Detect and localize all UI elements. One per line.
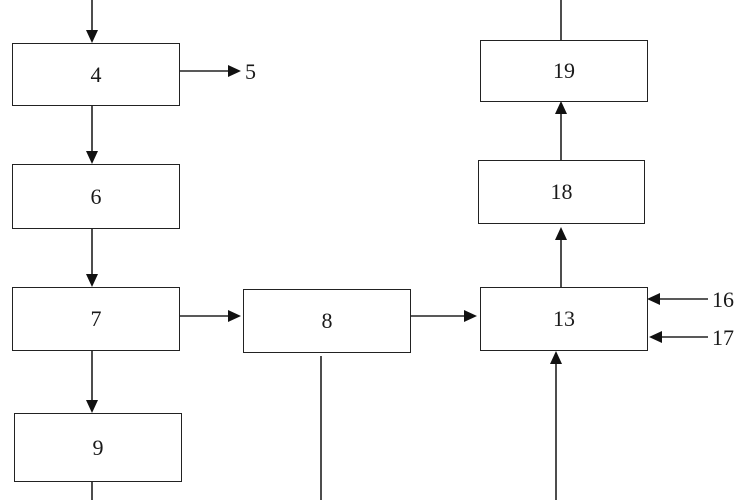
arrowhead-into-7 (86, 274, 98, 287)
box-6: 6 (12, 164, 180, 229)
arrowhead-into-13-bottom (550, 351, 562, 364)
arrowhead-into-13-left (464, 310, 477, 322)
arrowhead-to-5 (228, 65, 241, 77)
arrowhead-into-9 (86, 400, 98, 413)
arrowhead-into-18 (555, 227, 567, 240)
box-13: 13 (480, 287, 648, 351)
box-6-label: 6 (90, 183, 102, 209)
arrowhead-into-4 (86, 30, 98, 43)
box-4-label: 4 (90, 61, 102, 87)
arrowhead-into-6 (86, 151, 98, 164)
box-13-label: 13 (553, 306, 575, 331)
box-19-label: 19 (553, 58, 575, 83)
arrowhead-into-19 (555, 101, 567, 114)
box-7: 7 (12, 287, 180, 351)
box-19: 19 (480, 40, 648, 102)
box-7-label: 7 (90, 306, 102, 331)
box-8: 8 (243, 289, 411, 353)
label-5: 5 (245, 59, 256, 84)
arrowhead-from-17 (649, 331, 662, 343)
box-4: 4 (12, 43, 180, 106)
box-9: 9 (14, 413, 182, 482)
box-9-label: 9 (92, 434, 104, 460)
arrowhead-into-8 (228, 310, 241, 322)
box-18-label: 18 (550, 179, 573, 204)
label-16: 16 (712, 287, 734, 312)
box-18: 18 (478, 160, 645, 224)
box-8-label: 8 (321, 308, 333, 333)
label-17: 17 (712, 325, 734, 350)
arrowhead-from-16 (647, 293, 660, 305)
